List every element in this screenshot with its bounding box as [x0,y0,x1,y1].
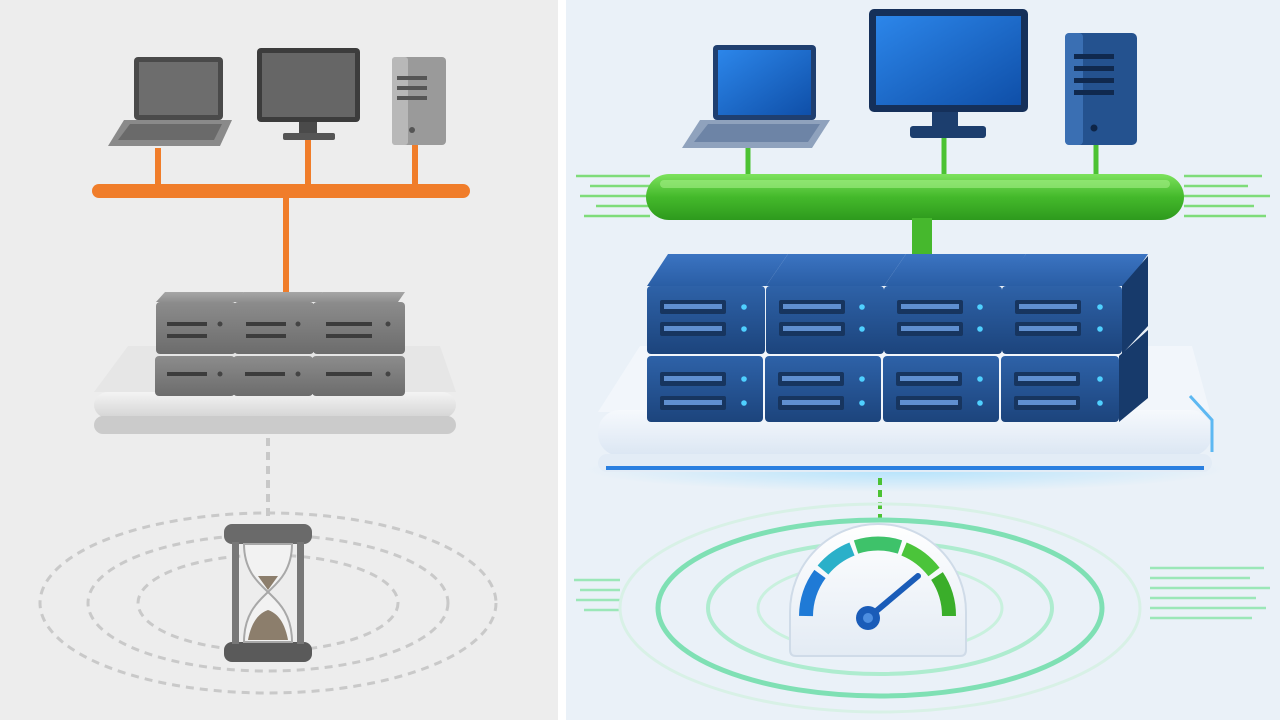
right-bus-speed-lines [576,174,1270,218]
panel-divider [558,0,566,720]
right-server-unit [883,356,999,422]
left-tower-pc-icon [392,57,446,145]
right-server-unit [765,356,881,422]
left-server-stack [155,292,405,396]
right-server-unit [647,356,763,422]
left-server-unit [313,292,405,354]
left-network-bus [92,140,470,292]
left-server-unit [155,356,235,396]
right-server-unit [1001,330,1148,422]
speedometer-icon [789,523,967,657]
left-server-unit [156,292,244,354]
left-monitor-icon [257,48,360,140]
right-server-unit [1002,254,1148,354]
left-server-unit [234,292,323,354]
right-laptop-icon [682,45,830,148]
left-laptop-icon [108,57,232,146]
right-server-unit [647,254,788,354]
right-monitor-icon [869,9,1028,138]
right-server-unit [884,254,1026,354]
right-tower-pc-icon [1065,33,1137,145]
right-network-bus [646,138,1184,260]
left-server-unit [312,356,405,396]
hourglass-icon [224,524,312,662]
right-gauge-speed-lines [574,566,1270,620]
left-server-unit [233,356,313,396]
right-server-stack [647,254,1148,422]
right-server-unit [766,254,906,354]
